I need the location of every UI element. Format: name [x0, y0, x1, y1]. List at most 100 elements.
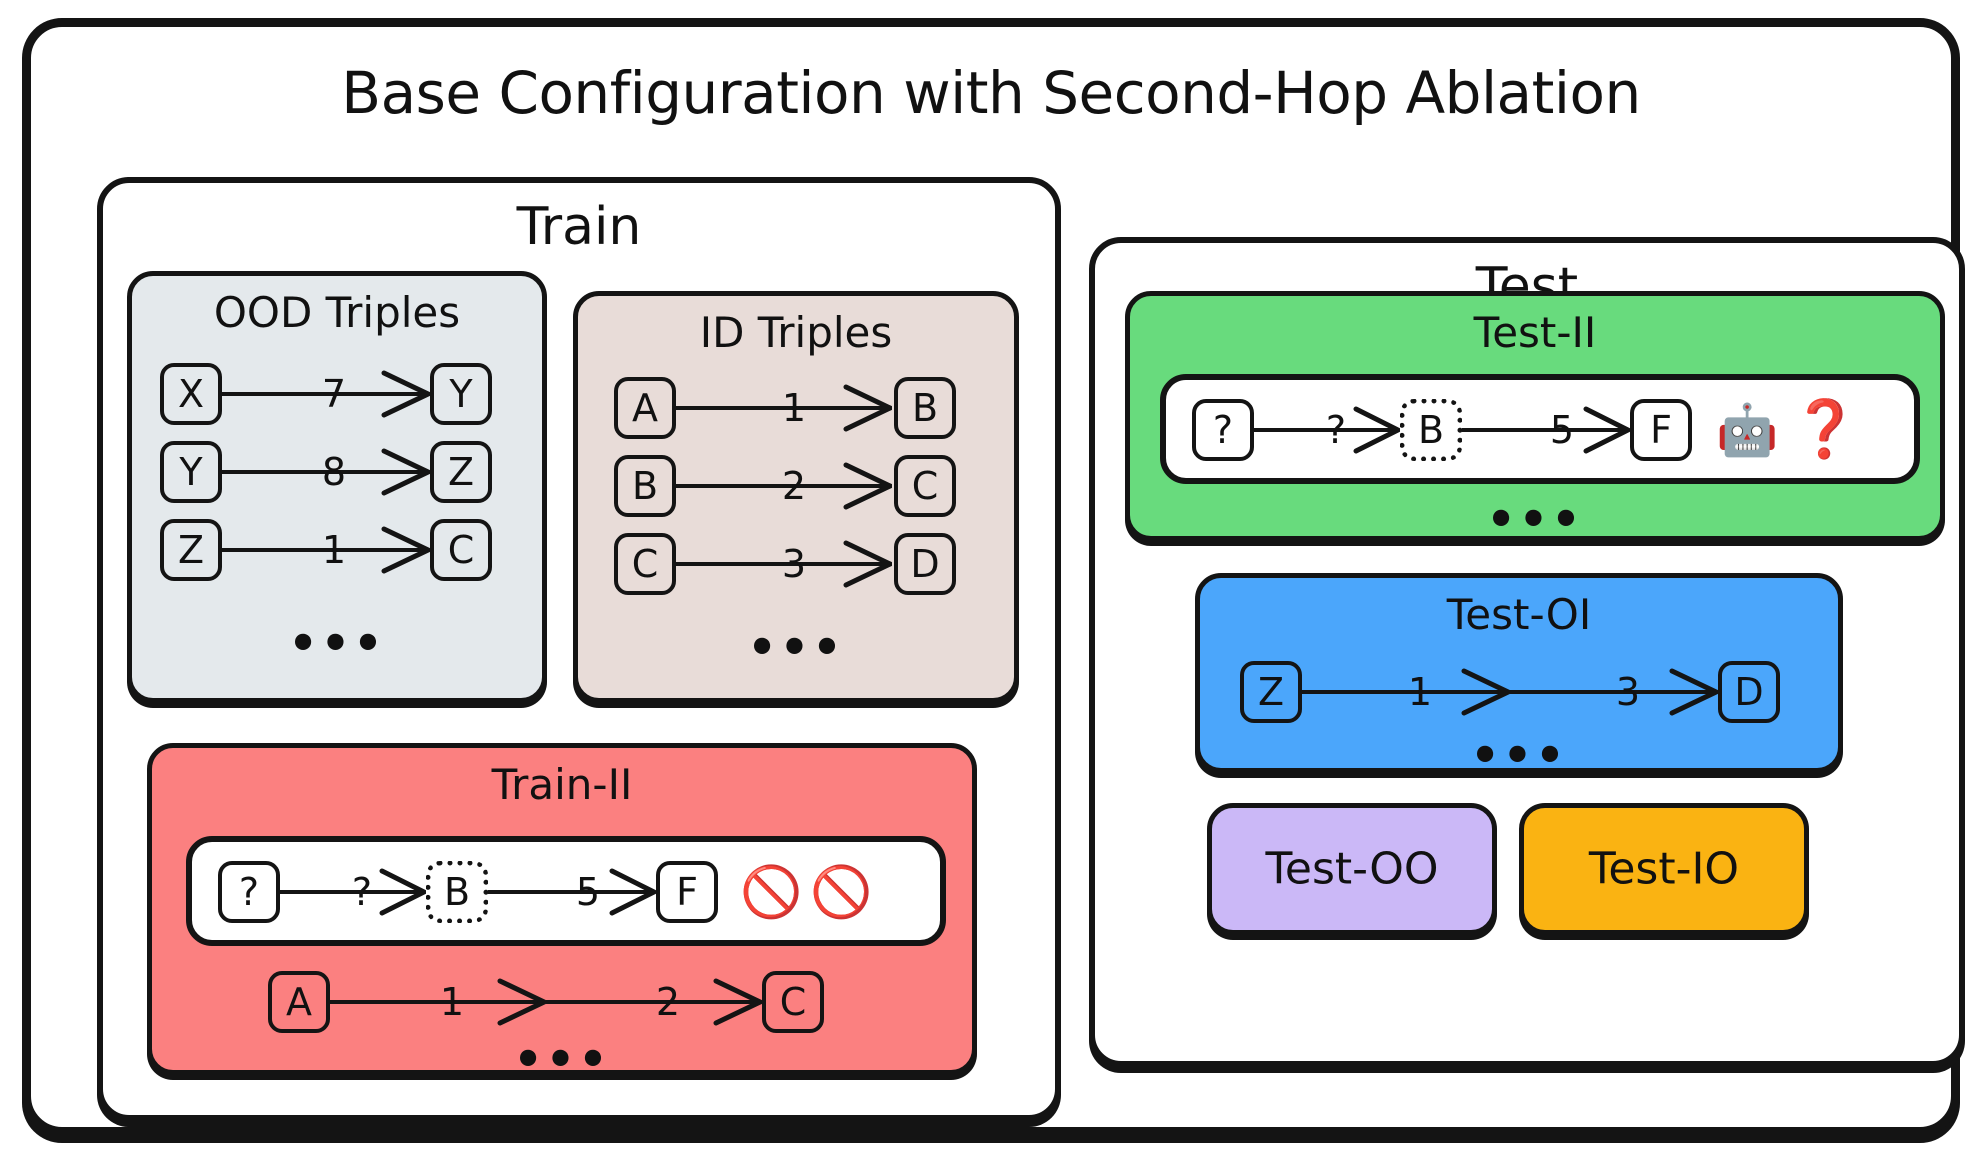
edge-relation-1: ? [280, 861, 426, 923]
edge-label: 3 [781, 542, 807, 586]
test-ii-box: Test-II ? ? B 5 [1125, 291, 1945, 546]
test-oi-title: Test-OI [1446, 590, 1592, 639]
edge-relation-1: 1 [330, 971, 546, 1033]
edge-relation: 8 [222, 441, 430, 503]
id-triples-box: ID Triples A 1 B B 2 [573, 291, 1019, 703]
arrowhead-icon [352, 526, 430, 574]
prohibited-icon: 🚫 [810, 863, 873, 921]
edge-label: 1 [781, 386, 807, 430]
edge-relation: 1 [676, 377, 894, 439]
edge-label: 7 [321, 372, 347, 416]
node-source-unknown: ? [1192, 399, 1254, 461]
id-triple-row-1: A 1 B [614, 372, 956, 444]
node-target: Z [430, 441, 492, 503]
node-target: D [1718, 661, 1780, 723]
test-ii-chain: ? ? B 5 [1192, 394, 1860, 466]
node-source: Z [160, 519, 222, 581]
edge-label: 1 [321, 528, 347, 572]
node-target: D [894, 533, 956, 595]
edge-relation-1: 1 [1302, 661, 1510, 723]
node-source: B [614, 455, 676, 517]
edge-relation: 1 [222, 519, 430, 581]
ood-triple-row-1: X 7 Y [160, 358, 492, 430]
train-panel-title: Train [516, 197, 642, 257]
train-ii-ellipsis: ••• [513, 1032, 611, 1086]
edge-label: 1 [439, 980, 465, 1024]
test-oi-ellipsis: ••• [1470, 728, 1568, 782]
train-ii-ablated-card: ? ? B 5 [186, 836, 946, 946]
train-ii-box: Train-II ? ? B 5 [147, 743, 977, 1086]
edge-relation: 7 [222, 363, 430, 425]
edge-relation: 3 [676, 533, 894, 595]
arrowhead-icon [352, 448, 430, 496]
arrowhead-icon [1330, 406, 1400, 454]
arrowhead-icon [586, 868, 656, 916]
test-io-box[interactable]: Test-IO [1519, 803, 1809, 935]
edge-relation-2: 3 [1510, 661, 1718, 723]
node-source: A [268, 971, 330, 1033]
node-source-unknown: ? [218, 861, 280, 923]
arrowhead-icon [814, 540, 892, 588]
node-target: C [430, 519, 492, 581]
arrowhead-icon [1560, 406, 1630, 454]
node-source: A [614, 377, 676, 439]
edge-label: 1 [1407, 670, 1433, 714]
arrowhead-icon [470, 978, 546, 1026]
edge-label: 2 [655, 980, 681, 1024]
figure-frame: Base Configuration with Second-Hop Ablat… [22, 18, 1965, 1136]
test-oi-box: Test-OI Z 1 3 [1195, 573, 1843, 782]
id-triple-row-2: B 2 C [614, 450, 956, 522]
edge-relation-2: 5 [488, 861, 656, 923]
train-ii-ablated-chain: ? ? B 5 [218, 856, 873, 928]
arrowhead-icon [352, 370, 430, 418]
id-ellipsis: ••• [747, 620, 845, 674]
test-oo-title: Test-OO [1265, 843, 1439, 895]
train-ii-two-hop-row: A 1 2 C [268, 966, 824, 1038]
node-bridge-ablated: B [426, 861, 488, 923]
node-target: F [656, 861, 718, 923]
test-oo-box[interactable]: Test-OO [1207, 803, 1497, 935]
node-bridge-ablated: B [1400, 399, 1462, 461]
robot-icon: 🤖 [1716, 401, 1779, 459]
node-target: C [894, 455, 956, 517]
test-oi-two-hop-row: Z 1 3 D [1240, 656, 1780, 728]
id-triple-row-3: C 3 D [614, 528, 956, 600]
node-target: B [894, 377, 956, 439]
test-panel: Test Test-II ? ? B [1089, 237, 1965, 1067]
edge-label: 2 [781, 464, 807, 508]
ood-ellipsis: ••• [288, 616, 386, 670]
ood-triples-box: OOD Triples X 7 Y Y 8 [127, 271, 547, 703]
test-ii-chain-card: ? ? B 5 [1160, 374, 1920, 484]
edge-relation-1: ? [1254, 399, 1400, 461]
edge-relation: 2 [676, 455, 894, 517]
question-mark-icon: ❓ [1790, 397, 1860, 462]
node-target: Y [430, 363, 492, 425]
arrowhead-icon [356, 868, 426, 916]
arrowhead-icon [814, 384, 892, 432]
id-triples-title: ID Triples [699, 308, 893, 357]
train-panel: Train OOD Triples X 7 Y Y [97, 177, 1061, 1121]
ood-triples-title: OOD Triples [213, 288, 461, 337]
test-ii-ellipsis: ••• [1486, 492, 1584, 546]
node-source: X [160, 363, 222, 425]
arrowhead-icon [686, 978, 762, 1026]
arrowhead-icon [1644, 668, 1718, 716]
ood-triple-row-2: Y 8 Z [160, 436, 492, 508]
edge-label: 3 [1615, 670, 1641, 714]
prohibited-icon: 🚫 [740, 863, 803, 921]
figure-title: Base Configuration with Second-Hop Ablat… [341, 59, 1641, 127]
edge-relation-2: 2 [546, 971, 762, 1033]
edge-label: 8 [321, 450, 347, 494]
train-ii-title: Train-II [491, 760, 633, 809]
test-ii-title: Test-II [1473, 308, 1597, 357]
node-target: F [1630, 399, 1692, 461]
arrowhead-icon [814, 462, 892, 510]
node-source: Y [160, 441, 222, 503]
node-source: C [614, 533, 676, 595]
node-source: Z [1240, 661, 1302, 723]
node-target: C [762, 971, 824, 1033]
arrowhead-icon [1436, 668, 1510, 716]
ood-triple-row-3: Z 1 C [160, 514, 492, 586]
edge-relation-2: 5 [1462, 399, 1630, 461]
test-io-title: Test-IO [1588, 843, 1740, 895]
